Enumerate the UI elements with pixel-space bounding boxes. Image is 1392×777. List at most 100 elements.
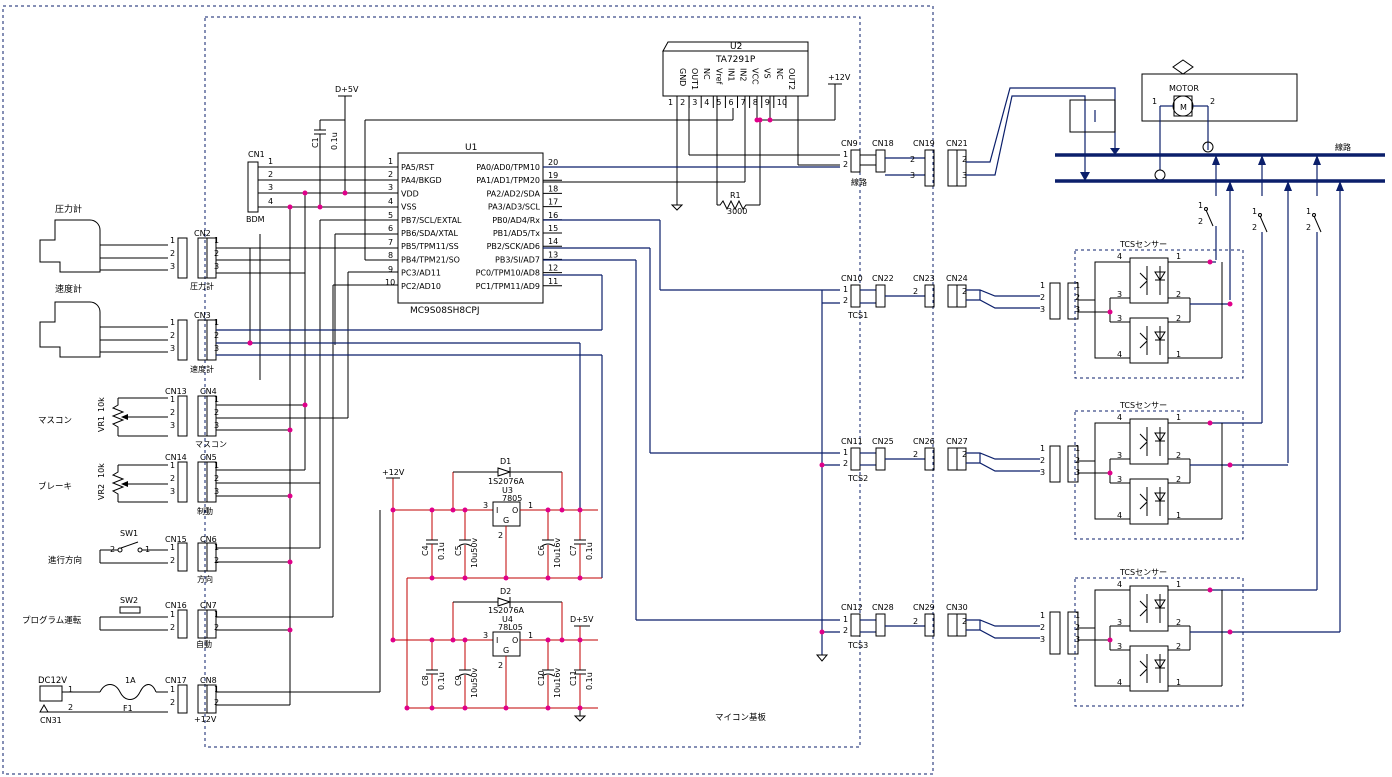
r1-label: R1 bbox=[730, 191, 741, 200]
svg-text:3: 3 bbox=[1040, 305, 1045, 314]
motor-diamond-icon bbox=[1172, 59, 1194, 75]
dc12v-input: DC12V 1 2 CN31 1A F1 CN17 CN8 +12V 12 12 bbox=[38, 510, 381, 725]
svg-text:1: 1 bbox=[1176, 252, 1181, 261]
driver-pin-name: VCC bbox=[751, 68, 760, 85]
svg-text:1: 1 bbox=[170, 318, 175, 327]
svg-text:1: 1 bbox=[170, 236, 175, 245]
mcu-pin-name: VSS bbox=[401, 203, 417, 212]
svg-text:2: 2 bbox=[170, 556, 175, 565]
svg-text:1: 1 bbox=[1040, 281, 1045, 290]
brake-input: ブレーキ VR2 10k CN14 CN5 制動 123 123 bbox=[38, 453, 320, 516]
cn16-label: CN16 bbox=[165, 601, 187, 610]
vr1-value: 10k bbox=[97, 397, 106, 412]
svg-text:1: 1 bbox=[214, 236, 219, 245]
d5v-top-label: D+5V bbox=[335, 85, 359, 94]
svg-text:3: 3 bbox=[1040, 635, 1045, 644]
cn3-sub: 速度計 bbox=[190, 364, 214, 374]
driver-pin-name: NC bbox=[775, 68, 784, 80]
svg-text:10: 10 bbox=[385, 278, 395, 287]
svg-text:2: 2 bbox=[170, 408, 175, 417]
svg-text:2: 2 bbox=[843, 296, 848, 305]
svg-text:3: 3 bbox=[1117, 618, 1122, 627]
program-input: プログラム運転 SW2 CN16 CN7 自動 12 12 bbox=[22, 596, 333, 649]
cn25-label: CN25 bbox=[872, 437, 894, 446]
mcu-pin-name: PB2/SCK/AD6 bbox=[487, 242, 540, 251]
c7-value: 0.1u bbox=[585, 542, 594, 560]
c11-label: C11 bbox=[569, 670, 578, 686]
svg-text:8: 8 bbox=[388, 251, 393, 260]
svg-text:2: 2 bbox=[214, 623, 219, 632]
svg-text:1: 1 bbox=[1040, 444, 1045, 453]
cn11-sub: TCS2 bbox=[847, 474, 868, 483]
cn11-label: CN11 bbox=[841, 437, 863, 446]
svg-text:3: 3 bbox=[214, 421, 219, 430]
photo-interrupter bbox=[1129, 418, 1169, 465]
svg-text:7: 7 bbox=[388, 238, 393, 247]
cn12-sub: TCS3 bbox=[847, 641, 868, 650]
c1-value: 0.1u bbox=[330, 132, 339, 150]
tcs-module-title: TCSセンサー bbox=[1119, 568, 1167, 577]
driver-pin-number: 4 bbox=[704, 98, 709, 107]
driver-pin-name: Vref bbox=[714, 68, 723, 85]
pressure-meter: 圧力計 bbox=[39, 203, 168, 273]
svg-text:2: 2 bbox=[214, 474, 219, 483]
svg-text:2: 2 bbox=[962, 450, 967, 459]
fuse-value: 1A bbox=[125, 676, 136, 685]
svg-text:1: 1 bbox=[214, 318, 219, 327]
cn6-sub: 方向 bbox=[197, 574, 213, 584]
d5v-bot-label: D+5V bbox=[570, 615, 594, 624]
svg-text:2: 2 bbox=[214, 249, 219, 258]
svg-text:1: 1 bbox=[843, 285, 848, 294]
c6-value: 10u16v bbox=[553, 538, 562, 568]
d2-label: D2 bbox=[500, 587, 511, 596]
svg-text:5: 5 bbox=[388, 211, 393, 220]
driver-pin-name: NC bbox=[702, 68, 711, 80]
cn10-sub: TCS1 bbox=[847, 311, 868, 320]
svg-text:1: 1 bbox=[1152, 97, 1157, 106]
driver-pin-name: VS bbox=[763, 68, 772, 79]
svg-text:4: 4 bbox=[1117, 413, 1122, 422]
left-wiring: D+5V C1 0.1u CN1 BDM 12 34 12 34 56 78 9… bbox=[246, 85, 734, 705]
mcu-pin-name: PB7/SCL/EXTAL bbox=[401, 216, 462, 225]
svg-text:1: 1 bbox=[170, 461, 175, 470]
svg-text:1: 1 bbox=[170, 685, 175, 694]
mcu-pin-name: VDD bbox=[401, 189, 419, 198]
svg-text:1: 1 bbox=[170, 543, 175, 552]
cn31-label: CN31 bbox=[40, 716, 62, 725]
mcu-pin-name: PB3/SI/AD7 bbox=[495, 255, 540, 264]
driver-ref: U2 bbox=[730, 42, 742, 52]
svg-text:3: 3 bbox=[214, 487, 219, 496]
svg-text:2: 2 bbox=[170, 474, 175, 483]
mcu-pin-name: PB0/AD4/Rx bbox=[492, 216, 540, 225]
svg-text:2: 2 bbox=[1075, 293, 1080, 302]
svg-text:3: 3 bbox=[268, 183, 273, 192]
svg-text:4: 4 bbox=[1117, 678, 1122, 687]
mcu-pin-name: PC2/AD10 bbox=[401, 282, 441, 291]
mcu-ref: U1 bbox=[465, 143, 477, 153]
c4-label: C4 bbox=[421, 545, 430, 556]
svg-text:2: 2 bbox=[1075, 456, 1080, 465]
svg-text:2: 2 bbox=[843, 626, 848, 635]
sw1-label: SW1 bbox=[120, 529, 138, 538]
photo-interrupter bbox=[1129, 317, 1169, 364]
svg-text:G: G bbox=[503, 646, 509, 655]
cn3-connector: CN3 速度計 123 123 bbox=[170, 274, 603, 578]
svg-text:1: 1 bbox=[1075, 444, 1080, 453]
tcs-module-border bbox=[1074, 249, 1244, 379]
svg-text:1: 1 bbox=[214, 610, 219, 619]
cn15-label: CN15 bbox=[165, 535, 187, 544]
c11-value: 0.1u bbox=[585, 672, 594, 690]
mcu-pin-number: 11 bbox=[548, 277, 558, 286]
cn1-label: CN1 bbox=[248, 150, 265, 159]
mcu-pin-name: PC0/TPM10/AD8 bbox=[476, 269, 540, 278]
driver-pin-name: OUT1 bbox=[690, 68, 699, 90]
mcu-pin-name: PB1/AD5/Tx bbox=[493, 229, 540, 238]
svg-text:3: 3 bbox=[170, 262, 175, 271]
c4-value: 0.1u bbox=[437, 542, 446, 560]
svg-text:2: 2 bbox=[1176, 290, 1181, 299]
mcu-pin-name: PA0/AD0/TPM10 bbox=[476, 163, 540, 172]
svg-text:4: 4 bbox=[1117, 350, 1122, 359]
svg-text:2: 2 bbox=[1252, 223, 1257, 232]
